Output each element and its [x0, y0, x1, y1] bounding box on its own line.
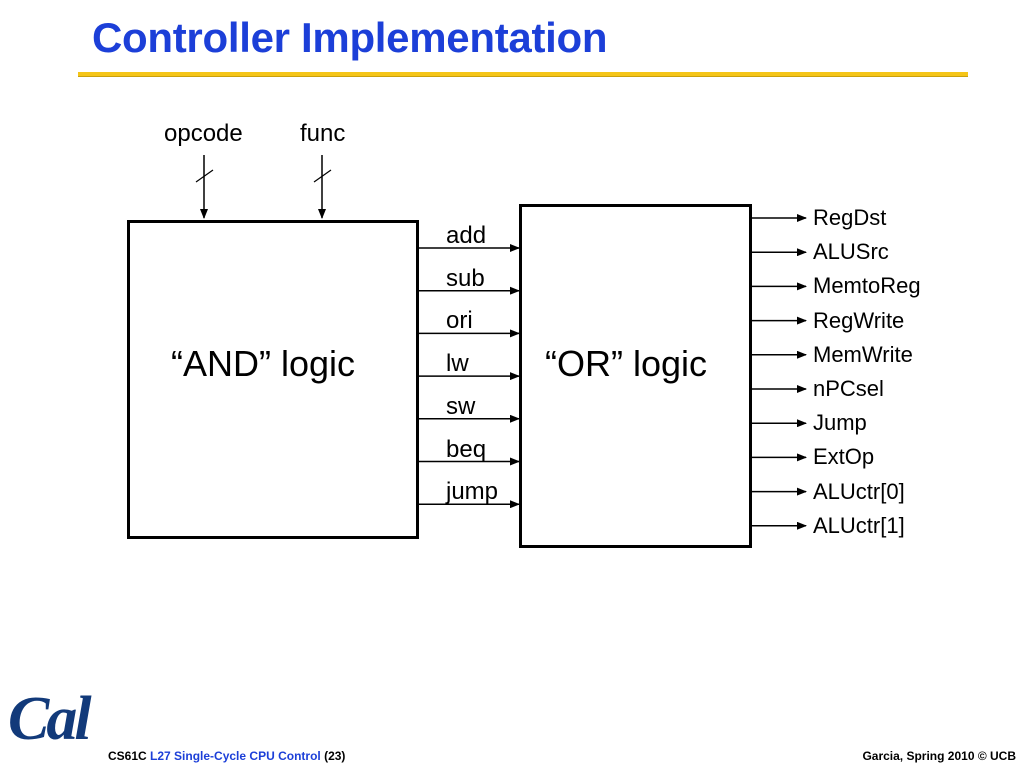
signal-label-ori: ori — [446, 307, 473, 335]
output-label-npcsel: nPCsel — [813, 376, 884, 401]
cal-logo: Cal — [8, 685, 92, 753]
signal-label-jump: jump — [446, 478, 499, 506]
course-code: CS61C — [108, 749, 147, 763]
output-label-extop: ExtOp — [813, 444, 875, 470]
signal-label-lw: lw — [446, 350, 469, 378]
output-label-memtoreg: MemtoReg — [813, 273, 921, 299]
output-label-memwrite: MemWrite — [813, 341, 913, 367]
and-logic-label: “AND” logic — [171, 343, 356, 384]
signal-label-sub: sub — [446, 264, 485, 292]
or-logic-block — [519, 204, 752, 548]
func-label: func — [300, 120, 346, 147]
or-logic-label: “OR” logic — [545, 343, 708, 384]
output-label-aluctr-0: ALUctr[0] — [813, 478, 905, 504]
footer-course-info: CS61C L27 Single-Cycle CPU Control (23) — [108, 749, 345, 763]
output-label-regwrite: RegWrite — [813, 307, 905, 333]
opcode-label: opcode — [164, 120, 243, 147]
signal-label-add: add — [446, 222, 487, 249]
output-label-aluctr-1: ALUctr[1] — [813, 512, 905, 538]
output-label-jump: Jump — [813, 410, 867, 436]
output-label-regdst: RegDst — [813, 205, 887, 230]
func-bus-slash — [313, 169, 332, 183]
slide-title: Controller Implementation — [92, 14, 608, 61]
title-underline — [78, 72, 968, 77]
signal-label-sw: sw — [446, 392, 476, 420]
output-label-alusrc: ALUSrc — [813, 239, 889, 265]
lecture-title: L27 Single-Cycle CPU Control — [150, 749, 321, 763]
signal-label-beq: beq — [446, 435, 487, 463]
footer-credit: Garcia, Spring 2010 © UCB — [862, 749, 1016, 763]
opcode-bus-slash — [195, 169, 214, 183]
page-number: (23) — [324, 749, 346, 763]
and-logic-block — [127, 220, 419, 539]
